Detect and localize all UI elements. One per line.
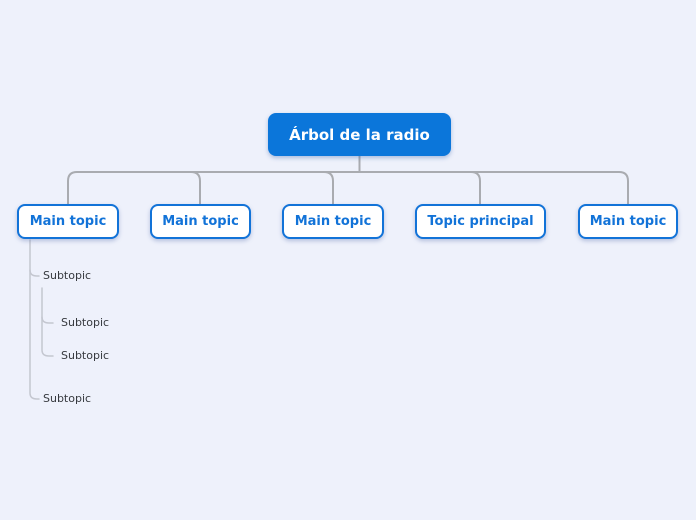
main-topic-node-3[interactable]: Main topic bbox=[282, 204, 384, 239]
subtopic-node-1-1[interactable]: Subtopic bbox=[61, 316, 110, 329]
main-topic-node-1[interactable]: Main topic bbox=[17, 204, 119, 239]
main-topic-label: Main topic bbox=[162, 214, 239, 229]
main-topic-node-2[interactable]: Main topic bbox=[150, 204, 251, 239]
main-topic-label: Main topic bbox=[589, 214, 667, 229]
connector-subtopic-1 bbox=[29, 269, 40, 277]
connector-subtree-spine bbox=[29, 239, 40, 400]
subtopic-node-1-2[interactable]: Subtopic bbox=[61, 349, 110, 362]
main-topic-label: Main topic bbox=[294, 214, 372, 229]
main-topic-node-4[interactable]: Topic principal bbox=[415, 204, 546, 239]
subtopic-node-1[interactable]: Subtopic bbox=[43, 269, 92, 282]
connector-drop-topic-3 bbox=[323, 171, 334, 205]
subtopic-node-2[interactable]: Subtopic bbox=[43, 392, 92, 405]
connector-drop-topic-2 bbox=[190, 171, 201, 205]
main-topic-label: Main topic bbox=[29, 214, 107, 229]
root-topic-label: Árbol de la radio bbox=[289, 125, 430, 144]
main-topic-label: Topic principal bbox=[427, 214, 534, 229]
connector-subtopic-1-1 bbox=[41, 316, 54, 324]
connector-subtree-nested-spine bbox=[41, 287, 54, 357]
main-topic-node-5[interactable]: Main topic bbox=[578, 204, 678, 239]
connector-drop-topic-4 bbox=[470, 171, 481, 205]
connector-bus-with-end-drops bbox=[67, 171, 629, 205]
root-topic-node[interactable]: Árbol de la radio bbox=[268, 113, 451, 156]
